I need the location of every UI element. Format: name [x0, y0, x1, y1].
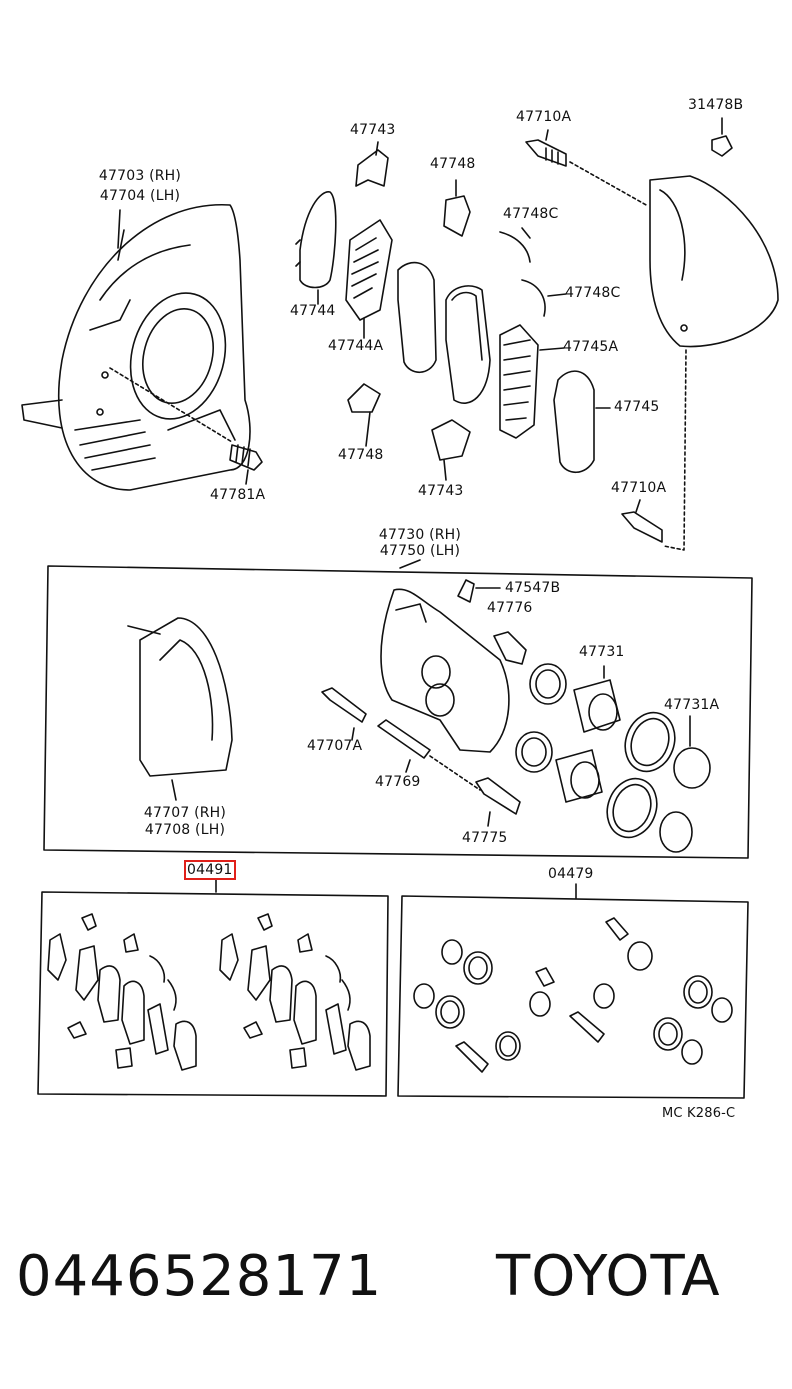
label-47744: 47744 [290, 303, 336, 319]
label-47707a: 47707A [307, 738, 363, 754]
bolt-47710a-mid [621, 511, 663, 543]
label-47703: 47703 (RH) [98, 168, 182, 184]
clip-47743-top [355, 149, 389, 187]
brand-name: TOYOTA [496, 1244, 721, 1309]
label-04479: 04479 [548, 866, 594, 882]
label-47748-bottom: 47748 [338, 447, 384, 463]
label-04491-highlighted: 04491 [184, 860, 236, 880]
label-47744a: 47744A [328, 338, 384, 354]
label-47748c-2: 47748C [565, 285, 621, 301]
seal-kit-contents [413, 917, 733, 1073]
label-47547b: 47547B [505, 580, 561, 596]
pad-inner [397, 261, 491, 404]
pad-kit-contents [47, 913, 371, 1071]
bolt-47781a [229, 444, 263, 471]
label-47731: 47731 [579, 644, 625, 660]
clip-47748-bottom [347, 383, 381, 413]
label-47743-top: 47743 [350, 122, 396, 138]
label-47775: 47775 [462, 830, 508, 846]
part-number: 0446528171 [16, 1244, 383, 1309]
label-47781a: 47781A [210, 487, 266, 503]
cap-47776 [493, 631, 527, 665]
label-47710a-mid: 47710A [611, 480, 667, 496]
label-47731a: 47731A [664, 697, 720, 713]
label-47748c-1: 47748C [503, 206, 559, 222]
shim-47744a [345, 219, 393, 321]
caliper-upper [649, 175, 779, 348]
clip-47748-top [443, 195, 471, 237]
label-47710a-top: 47710A [516, 109, 572, 125]
seal-kit-box [397, 895, 749, 1099]
label-47704: 47704 (LH) [99, 188, 181, 204]
shim-47744 [295, 191, 337, 289]
bolt-47707a [321, 687, 367, 723]
clip-47743-bottom [431, 419, 471, 461]
pin-47769 [377, 719, 431, 759]
label-47730: 47730 (RH) [378, 527, 462, 543]
diagram-reference: MC K286-C [662, 1106, 736, 1121]
mounting-bracket [127, 617, 233, 777]
label-31478b: 31478B [688, 97, 744, 113]
label-47748-top: 47748 [430, 156, 476, 172]
seals-pistons [515, 663, 711, 853]
caliper-body [380, 588, 510, 753]
label-47776: 47776 [487, 600, 533, 616]
label-47743-bottom: 47743 [418, 483, 464, 499]
shim-47745a [499, 324, 539, 439]
bleeder-47547b [457, 579, 475, 603]
label-47769: 47769 [375, 774, 421, 790]
label-47750: 47750 (LH) [379, 543, 461, 559]
label-47707: 47707 (RH) [143, 805, 227, 821]
dust-shield [21, 204, 251, 491]
nut-31478b [711, 135, 733, 157]
bolt-47710a-top [525, 139, 567, 167]
label-47745: 47745 [614, 399, 660, 415]
label-47708: 47708 (LH) [144, 822, 226, 838]
pin-47775 [475, 777, 521, 815]
pad-47745 [553, 370, 595, 474]
spring-47748c [499, 231, 546, 317]
pad-kit-box [37, 891, 389, 1097]
caliper-assembly-box [43, 565, 753, 859]
leader-dash [109, 367, 233, 443]
label-47745a: 47745A [563, 339, 619, 355]
